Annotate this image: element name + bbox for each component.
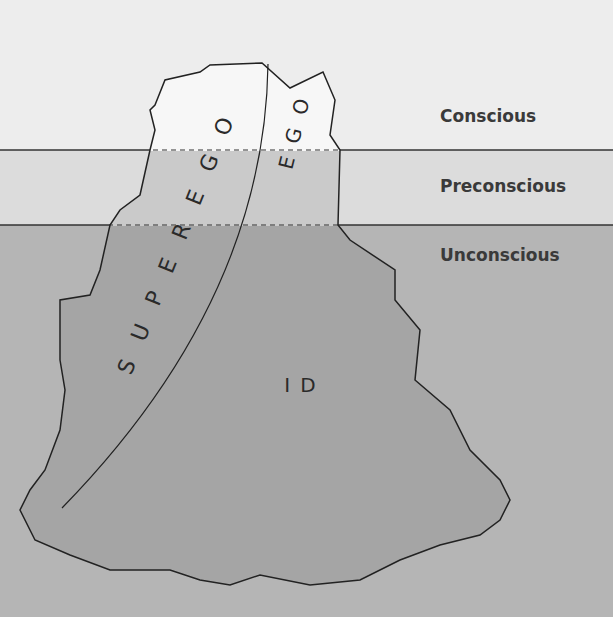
awareness-band: Conscious bbox=[0, 0, 613, 150]
level-label: Preconscious bbox=[440, 176, 566, 196]
awareness-band: Preconscious bbox=[0, 150, 613, 225]
level-line bbox=[0, 224, 613, 225]
unconscious-water bbox=[0, 225, 613, 617]
conscious-water bbox=[0, 0, 613, 150]
preconscious-water bbox=[0, 150, 613, 225]
awareness-band: Unconscious bbox=[0, 225, 613, 617]
level-line bbox=[0, 149, 613, 150]
iceberg-outline bbox=[20, 63, 510, 585]
level-label: Conscious bbox=[440, 106, 536, 126]
level-label: Unconscious bbox=[440, 245, 560, 265]
id-label: ID bbox=[274, 375, 325, 395]
